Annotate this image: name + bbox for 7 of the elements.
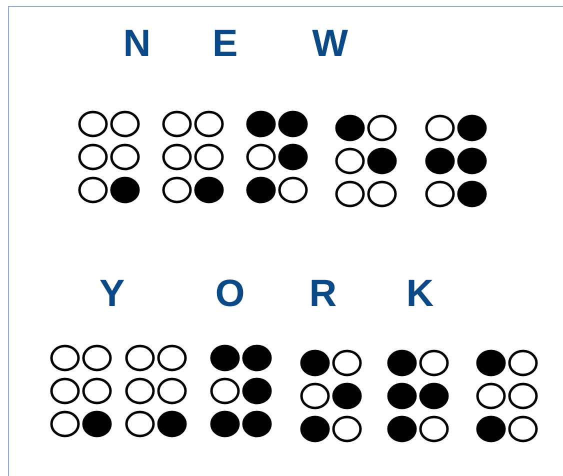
- letter: O: [215, 275, 245, 313]
- letter: N: [123, 25, 151, 63]
- letter: W: [312, 25, 348, 63]
- letter: K: [406, 275, 434, 313]
- letter: Y: [99, 275, 125, 313]
- letter: R: [309, 275, 337, 313]
- letter: E: [212, 25, 238, 63]
